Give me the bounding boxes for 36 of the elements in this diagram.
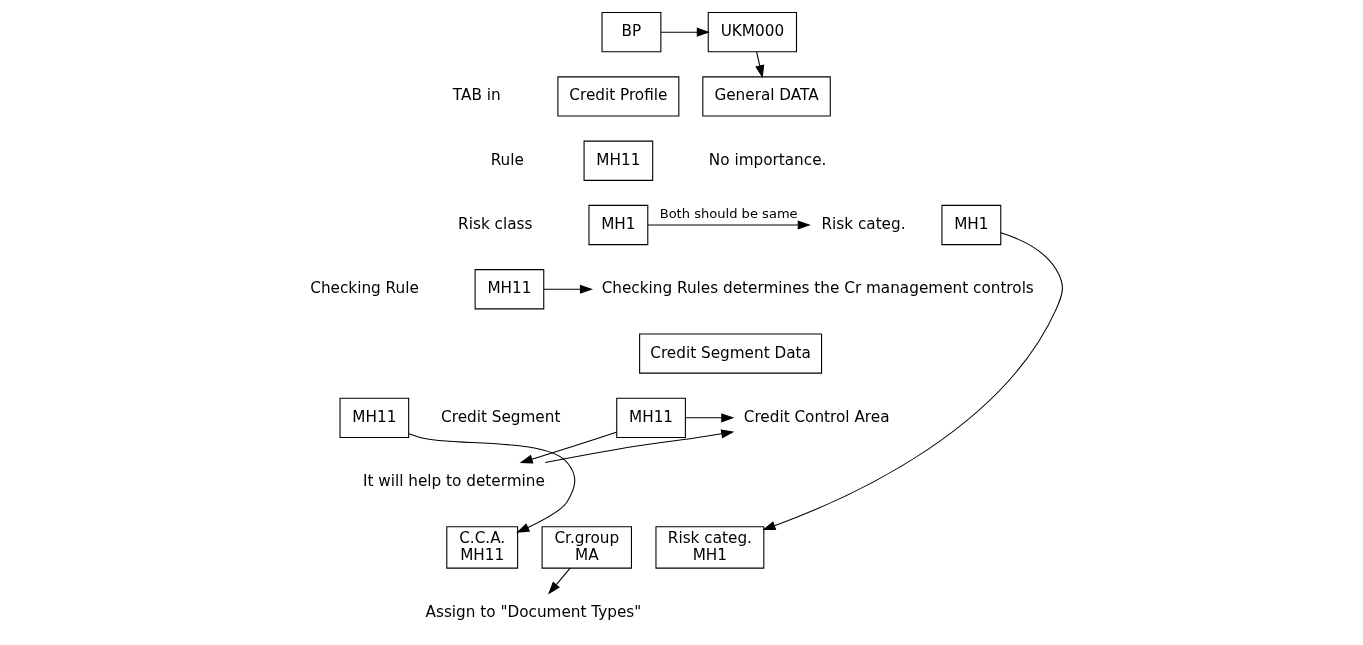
arrow bbox=[761, 232, 1063, 531]
node-box: Credit Profile bbox=[556, 76, 679, 117]
node-box: MH11 bbox=[474, 269, 544, 310]
node-label: Risk class bbox=[457, 215, 532, 234]
arrow bbox=[542, 284, 593, 294]
node-box: BP bbox=[601, 12, 661, 53]
node-box: C.C.A. MH11 bbox=[445, 526, 518, 569]
node-box: Risk categ. MH1 bbox=[654, 526, 764, 569]
node-box: General DATA bbox=[701, 76, 831, 117]
node-box: UKM000 bbox=[707, 12, 797, 53]
node-label: No importance. bbox=[708, 150, 826, 169]
arrow bbox=[408, 433, 575, 533]
arrow bbox=[754, 51, 764, 79]
arrow bbox=[684, 413, 734, 423]
node-text: It will help to determine bbox=[362, 472, 545, 491]
node-box: MH1 bbox=[940, 204, 1001, 246]
node-label: TAB in bbox=[452, 86, 501, 105]
arrow bbox=[544, 429, 734, 463]
node-label: Rule bbox=[490, 150, 524, 169]
node-box: Credit Segment Data bbox=[638, 333, 822, 374]
arrow bbox=[660, 27, 710, 37]
arrow bbox=[547, 567, 571, 595]
node-box: MH11 bbox=[583, 140, 653, 181]
node-label: Checking Rule bbox=[309, 279, 419, 298]
node-text: Credit Control Area bbox=[743, 407, 890, 426]
node-box: Cr.group MA bbox=[541, 526, 632, 569]
arrow bbox=[646, 220, 811, 230]
node-text: Checking Rules determines the Cr management controls bbox=[601, 279, 1034, 298]
edge-label: Both should be same bbox=[659, 206, 798, 222]
node-text: Assign to "Document Types" bbox=[425, 602, 641, 621]
node-box: MH11 bbox=[339, 397, 409, 438]
node-label: Credit Segment bbox=[440, 407, 560, 426]
node-box: MH1 bbox=[587, 204, 648, 246]
node-box: MH11 bbox=[615, 397, 686, 438]
node-text: Risk categ. bbox=[820, 215, 906, 234]
arrow bbox=[519, 431, 617, 464]
